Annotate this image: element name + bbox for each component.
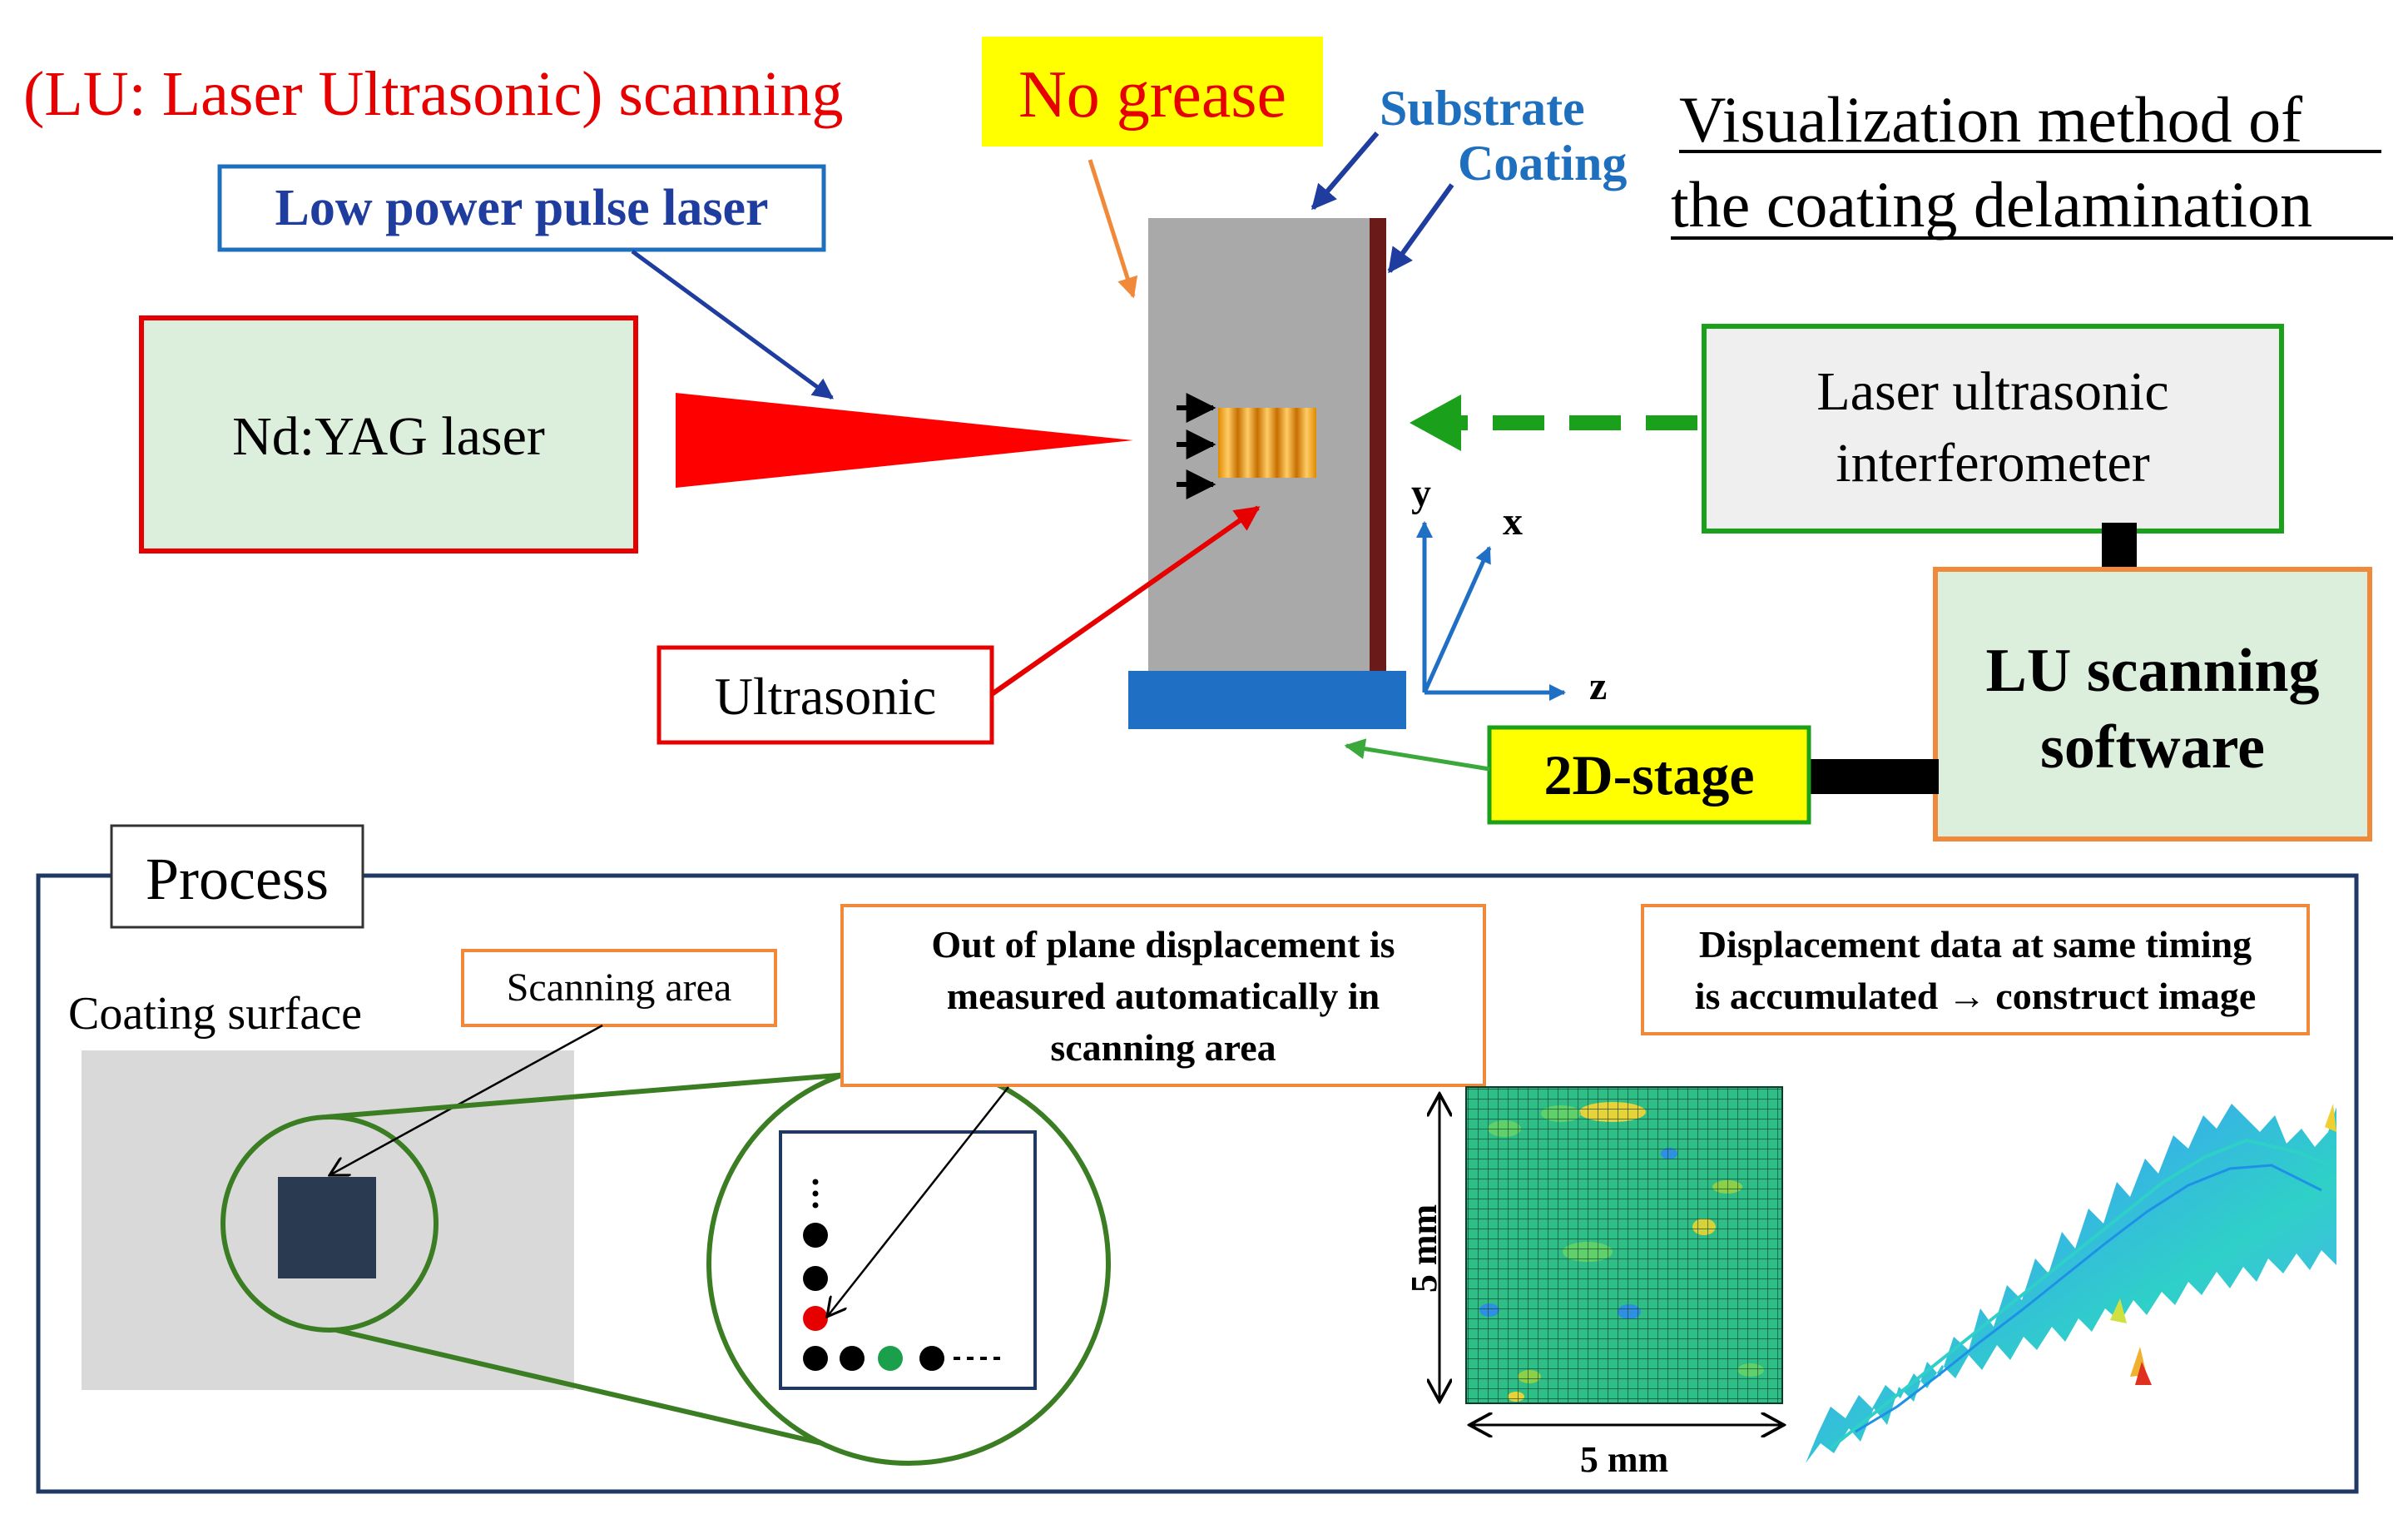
lu-scanning-software-box: LU scanning software	[1933, 567, 2372, 841]
low-power-laser-text: Low power pulse laser	[275, 180, 768, 236]
scan-grid-frame	[779, 1130, 1037, 1390]
x-axis	[1422, 546, 1492, 694]
surface-peak	[2110, 1298, 2127, 1323]
scan-point	[803, 1223, 828, 1248]
software-line-2: software	[2040, 713, 2265, 782]
zoom-line-bottom	[335, 1328, 873, 1457]
diagram-title: Visualization method of the coating dela…	[1671, 83, 2393, 241]
scan-point	[803, 1346, 828, 1371]
scan-point-next	[878, 1346, 903, 1371]
nd-yag-laser-text: Nd:YAG laser	[232, 406, 545, 467]
process-title-text: Process	[146, 846, 329, 912]
lu-scanning-title: (LU: Laser Ultrasonic) scanning	[23, 59, 844, 129]
surface-ridge	[1829, 1138, 2331, 1450]
detection-beam	[1410, 395, 1697, 451]
scan-point	[840, 1346, 865, 1371]
coating-surface-label: Coating surface	[68, 988, 362, 1040]
no-grease-label: No grease	[982, 37, 1323, 146]
nd-yag-laser-box: Nd:YAG laser	[139, 315, 638, 554]
scan-point	[803, 1266, 828, 1291]
substrate-label: Substrate	[1380, 81, 1585, 136]
scan-point	[919, 1346, 944, 1371]
title-line-1: Visualization method of	[1679, 83, 2302, 156]
scan-point-current	[803, 1306, 828, 1331]
scanning-area-pointer	[329, 1024, 603, 1175]
horizontal-dimension-label: 5 mm	[1580, 1439, 1668, 1480]
two-d-stage-platform	[1128, 671, 1406, 729]
measurement-line-2: measured automatically in	[947, 975, 1380, 1017]
process-panel	[36, 873, 2359, 1494]
ultrasonic-arrow	[990, 505, 1261, 697]
software-line-1: LU scanning	[1986, 637, 2320, 705]
scanning-area-text: Scanning area	[507, 966, 732, 1010]
scan-point	[812, 1202, 819, 1209]
scanning-area-square	[278, 1177, 376, 1278]
displacement-surface-3d	[1806, 1104, 2336, 1463]
no-grease-text: No grease	[1018, 58, 1286, 132]
stage-connector	[1806, 759, 1939, 794]
measurement-line-1: Out of plane displacement is	[931, 923, 1395, 966]
accumulation-line-2: is accumulated → construct image	[1695, 975, 2257, 1017]
ultrasonic-text: Ultrasonic	[715, 667, 937, 726]
scanning-area-callout: Scanning area	[461, 949, 777, 1027]
measurement-line-3: scanning area	[1050, 1026, 1276, 1069]
zoom-line-top	[325, 1066, 919, 1119]
low-power-laser-callout: Low power pulse laser	[217, 164, 826, 252]
surface-peak	[2325, 1104, 2336, 1132]
coating-label: Coating	[1458, 136, 1627, 191]
interferometer-box: Laser ultrasonic interferometer	[1702, 324, 2284, 534]
pulse-arrows	[1177, 393, 1216, 499]
z-axis-label: z	[1589, 664, 1607, 708]
surface-ridge	[1855, 1164, 2322, 1433]
coating-layer	[1370, 218, 1386, 673]
scan-point	[812, 1179, 819, 1185]
measurement-callout: Out of plane displacement is measured au…	[840, 904, 1486, 1087]
x-axis-label: x	[1503, 499, 1523, 544]
surface-body	[1806, 1104, 2336, 1463]
low-power-laser-arrow	[631, 249, 835, 400]
title-line-2: the coating delamination	[1671, 168, 2312, 241]
surface-peak	[2135, 1362, 2152, 1385]
vertical-dimension-label: 5 mm	[1404, 1204, 1444, 1293]
two-d-stage-box: 2D-stage	[1487, 725, 1811, 825]
coordinate-axes: y x z	[1411, 471, 1607, 708]
ultrasonic-callout: Ultrasonic	[657, 645, 994, 745]
two-d-stage-text: 2D-stage	[1543, 743, 1754, 807]
interferometer-line-2: interferometer	[1836, 433, 2149, 494]
process-title-box: Process	[110, 824, 364, 929]
no-grease-arrow	[1088, 159, 1138, 299]
ultrasonic-wave	[1218, 408, 1316, 478]
interferometer-connector	[2102, 523, 2137, 569]
displacement-map	[1465, 1086, 1783, 1404]
coating-arrow	[1387, 183, 1454, 274]
laser-beam	[676, 393, 1133, 488]
accumulation-line-1: Displacement data at same timing	[1699, 923, 2252, 966]
substrate-arrow	[1311, 132, 1380, 211]
stage-arrow	[1344, 738, 1490, 772]
measurement-pointer	[827, 1086, 1009, 1317]
scan-point	[812, 1190, 819, 1197]
detection-beam-head	[1410, 395, 1461, 451]
y-axis-label: y	[1411, 471, 1431, 515]
accumulation-callout: Displacement data at same timing is accu…	[1641, 904, 2310, 1035]
interferometer-line-1: Laser ultrasonic	[1816, 361, 2168, 422]
scan-points	[803, 1179, 1000, 1371]
heatmap-grid	[1465, 1086, 1783, 1404]
